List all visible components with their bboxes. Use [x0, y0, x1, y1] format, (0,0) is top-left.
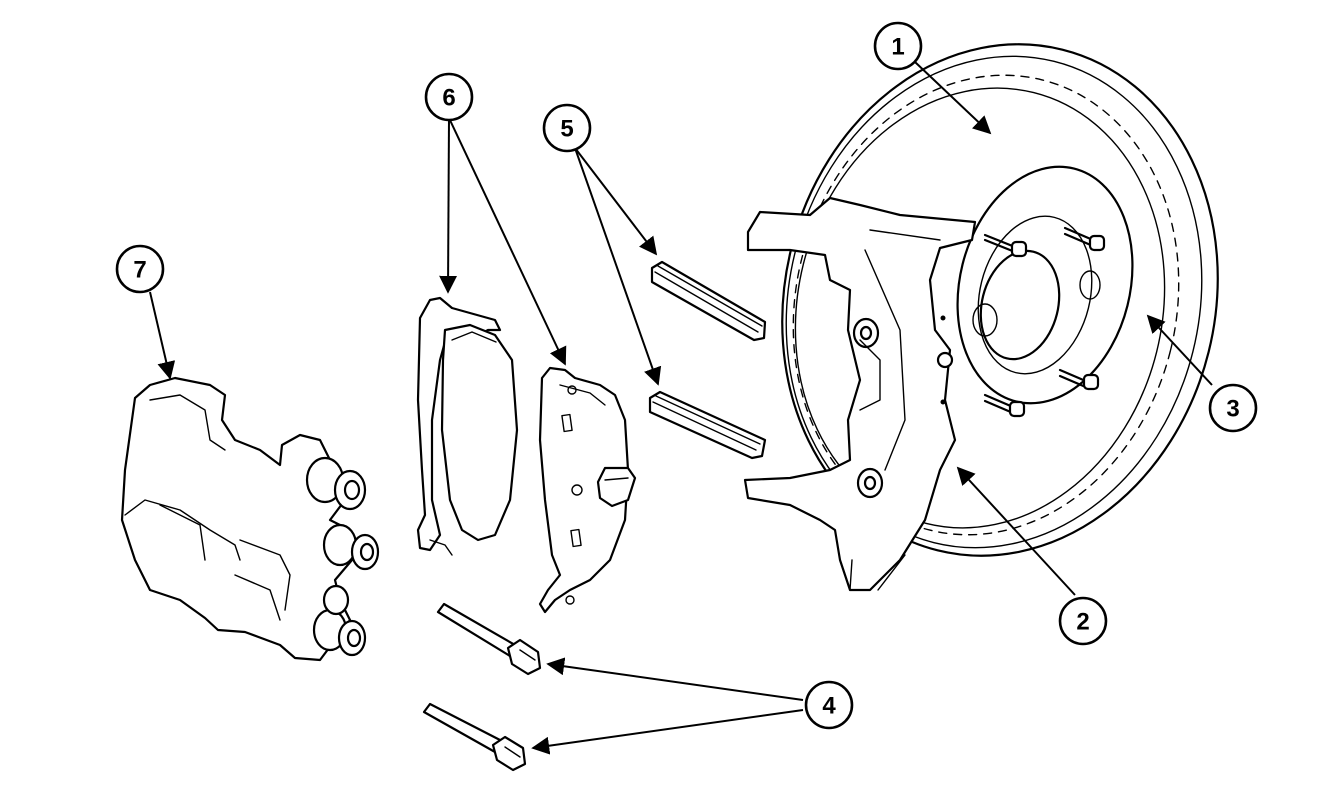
callout-1: 1: [873, 21, 923, 71]
brake-caliper: [120, 376, 380, 662]
anti-rattle-clips: [648, 260, 767, 460]
caliper-anchor-bracket: [743, 196, 977, 592]
brake-rotor: [781, 43, 1219, 557]
callout-5: 5: [542, 103, 592, 153]
callout-circle: [1058, 596, 1108, 646]
callout-circle: [804, 680, 854, 730]
callout-6: 6: [424, 72, 474, 122]
callout-label: 5: [560, 116, 573, 143]
callout-3: 3: [1208, 383, 1258, 433]
leader-lines: [149, 61, 1213, 755]
callout-circle: [1208, 383, 1258, 433]
callout-4: 4: [804, 680, 854, 730]
caliper-bolts: [422, 602, 542, 772]
callout-circle: [115, 244, 165, 294]
callout-label: 1: [891, 34, 904, 61]
callout-label: 4: [822, 693, 836, 720]
callout-label: 7: [133, 257, 146, 284]
callout-2: 2: [1058, 596, 1108, 646]
inner-brake-pad: [416, 296, 519, 556]
callout-7: 7: [115, 244, 165, 294]
callout-label: 6: [442, 85, 455, 112]
callout-label: 2: [1076, 609, 1089, 636]
callout-circle: [873, 21, 923, 71]
callout-circle: [542, 103, 592, 153]
callout-circle: [424, 72, 474, 122]
outer-brake-pad: [538, 366, 637, 614]
callout-label: 3: [1226, 396, 1239, 423]
